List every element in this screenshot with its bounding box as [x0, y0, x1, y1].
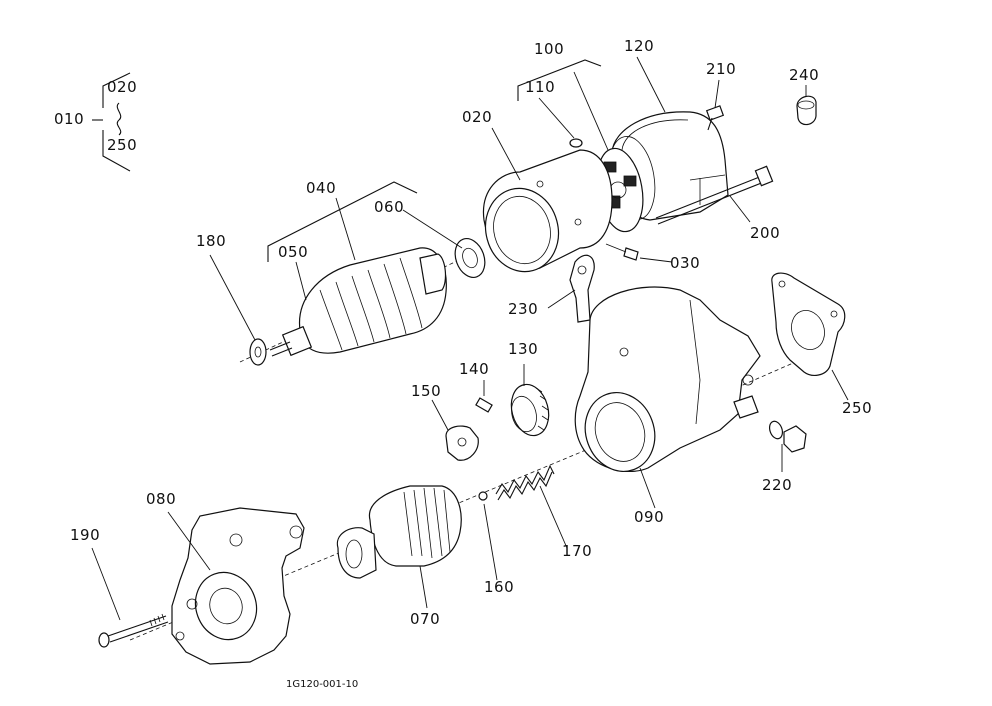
part-210-bolt [705, 105, 725, 131]
part-160-ball [478, 491, 488, 501]
assembly-bracket-010 [92, 72, 131, 172]
callout-250-range-end[interactable]: 250 [107, 136, 138, 154]
part-080-front-bracket [171, 507, 305, 665]
callout-180[interactable]: 180 [196, 232, 227, 250]
callout-170[interactable]: 170 [562, 542, 593, 560]
callout-060[interactable]: 060 [374, 198, 405, 216]
part-070-clutch [336, 485, 462, 579]
callout-020[interactable]: 020 [462, 108, 493, 126]
callout-220[interactable]: 220 [762, 476, 793, 494]
part-060-bearing [454, 238, 486, 278]
callout-080[interactable]: 080 [146, 490, 177, 508]
assembly-bracket-040 [267, 181, 418, 262]
callout-030[interactable]: 030 [670, 254, 701, 272]
callout-240[interactable]: 240 [789, 66, 820, 84]
part-190-bolt [98, 613, 169, 648]
part-150-retainer [445, 425, 479, 461]
part-240-plug [796, 95, 817, 126]
drawing-code: 1G120-001-10 [286, 679, 359, 690]
callout-200[interactable]: 200 [750, 224, 781, 242]
callout-210[interactable]: 210 [706, 60, 737, 78]
part-140-pin [475, 397, 493, 413]
callout-190[interactable]: 190 [70, 526, 101, 544]
leader-lines [91, 56, 849, 621]
part-110-clip [569, 138, 583, 148]
part-200-bolt [655, 165, 774, 225]
callout-150[interactable]: 150 [411, 382, 442, 400]
callout-120[interactable]: 120 [624, 37, 655, 55]
assembly-bracket-100 [517, 59, 602, 101]
part-250-gasket [771, 272, 846, 376]
part-130-gear [510, 383, 550, 437]
callout-160[interactable]: 160 [484, 578, 515, 596]
callout-020-range-start[interactable]: 020 [107, 78, 138, 96]
part-230-lever [569, 254, 595, 323]
callout-250[interactable]: 250 [842, 399, 873, 417]
part-170-spring [495, 464, 555, 501]
callout-230[interactable]: 230 [508, 300, 539, 318]
callout-100[interactable]: 100 [534, 40, 565, 58]
callout-090[interactable]: 090 [634, 508, 665, 526]
callout-140[interactable]: 140 [459, 360, 490, 378]
callout-040[interactable]: 040 [306, 179, 337, 197]
callout-130[interactable]: 130 [508, 340, 539, 358]
callout-050[interactable]: 050 [278, 243, 309, 261]
part-180-washer [249, 338, 267, 366]
part-090-housing [574, 286, 761, 472]
part-220-washer-nut [768, 420, 807, 453]
part-030-terminal [605, 243, 639, 261]
callout-010[interactable]: 010 [54, 110, 85, 128]
callout-110[interactable]: 110 [525, 78, 556, 96]
part-050-armature [269, 247, 447, 357]
callout-070[interactable]: 070 [410, 610, 441, 628]
part-020-yoke [482, 149, 613, 273]
